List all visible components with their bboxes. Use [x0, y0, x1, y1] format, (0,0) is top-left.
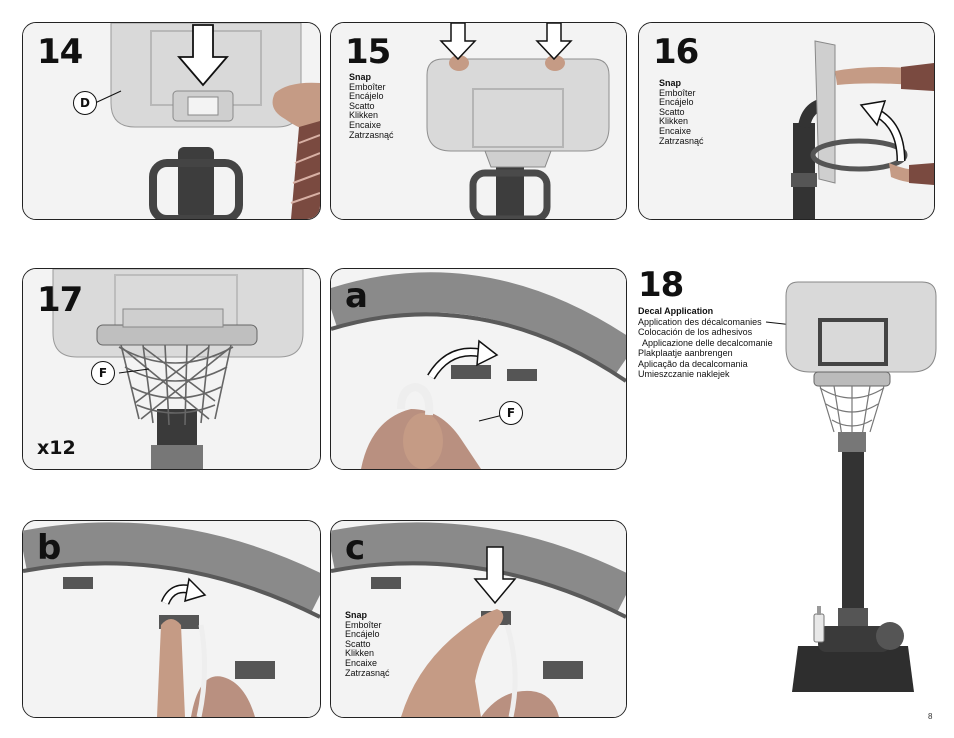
step-18-section: 18 Decal Application Application des déc…: [638, 268, 938, 708]
step-b-illustration: [23, 521, 320, 717]
decal-heading: Decal Application: [638, 306, 714, 316]
decal-instruction: Decal Application Application des décalc…: [638, 306, 773, 380]
snap-word: Klikken: [659, 116, 689, 127]
step-number: 14: [37, 32, 83, 72]
step-c-illustration: [331, 521, 626, 717]
snap-instruction: Snap Emboîter Encájelo Scatto Klikken En…: [659, 78, 704, 146]
snap-word: Emboîter: [659, 87, 696, 98]
step-15-illustration: [331, 23, 626, 219]
step-15-panel: 15 Snap Emboîter Encájelo Scatto Klikken…: [330, 22, 627, 220]
snap-word: Encaixe: [345, 657, 378, 668]
snap-word: Snap: [349, 72, 372, 82]
step-number: 17: [37, 280, 83, 320]
step-letter: b: [37, 528, 61, 568]
snap-word: Zatrzasnąć: [659, 135, 704, 146]
step-letter: c: [345, 528, 365, 568]
snap-word: Klikken: [345, 648, 375, 659]
snap-word: Snap: [659, 78, 682, 88]
step-b-panel: b: [22, 520, 321, 718]
step-17-illustration: [23, 269, 320, 469]
part-callout-f: F: [91, 361, 115, 385]
part-callout-f: F: [499, 401, 523, 425]
decal-line: Aplicação da decalcomania: [638, 358, 748, 369]
step-number: 16: [653, 32, 699, 72]
snap-word: Scatto: [349, 100, 375, 111]
snap-word: Zatrzasnąć: [349, 129, 394, 140]
decal-line: Umieszczanie naklejek: [638, 369, 730, 379]
snap-instruction: Snap Emboîter Encájelo Scatto Klikken En…: [345, 610, 390, 678]
snap-word: Snap: [345, 610, 368, 620]
step-14-panel: 14 D: [22, 22, 321, 220]
page-number: 8: [928, 712, 933, 721]
step-number: 18: [638, 265, 684, 305]
step-c-panel: c Snap Emboîter Encájelo Scatto Klikken …: [330, 520, 627, 718]
step-number: 15: [345, 32, 391, 72]
snap-word: Encájelo: [345, 629, 380, 640]
snap-word: Encájelo: [659, 97, 694, 108]
step-a-illustration: [331, 269, 626, 469]
snap-word: Encaixe: [659, 125, 692, 136]
decal-line: Colocación de los adhesivos: [638, 327, 753, 337]
snap-word: Zatrzasnąć: [345, 667, 390, 678]
step-a-panel: a F: [330, 268, 627, 470]
decal-line: Plakplaatje aanbrengen: [638, 348, 733, 358]
snap-instruction: Snap Emboîter Encájelo Scatto Klikken En…: [349, 72, 394, 140]
snap-word: Encájelo: [349, 91, 384, 102]
part-callout-d: D: [73, 91, 97, 115]
snap-word: Scatto: [659, 106, 685, 117]
snap-word: Klikken: [349, 110, 379, 121]
step-16-panel: 16 Snap Emboîter Encájelo Scatto Klikken…: [638, 22, 935, 220]
assembled-hoop-illustration: [765, 281, 937, 692]
snap-word: Scatto: [345, 638, 371, 649]
step-14-illustration: [23, 23, 320, 219]
decal-line: Applicazione delle decalcomanie: [642, 337, 773, 348]
quantity-label: x12: [37, 437, 76, 459]
snap-word: Emboîter: [349, 81, 386, 92]
step-17-panel: 17 F x12: [22, 268, 321, 470]
step-16-illustration: [639, 23, 934, 219]
step-letter: a: [345, 276, 368, 316]
snap-word: Emboîter: [345, 619, 382, 630]
decal-line: Application des décalcomanies: [638, 316, 762, 327]
snap-word: Encaixe: [349, 119, 382, 130]
